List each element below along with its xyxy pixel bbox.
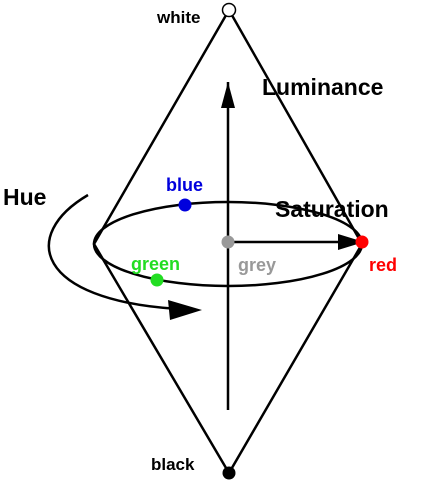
label-white: white [156,8,200,27]
black-point [222,466,236,480]
hue-arrow [47,193,179,311]
red-point [355,235,369,249]
label-saturation: Saturation [275,196,389,222]
saturation-arrowhead [338,234,364,250]
green-point [150,273,164,287]
label-luminance: Luminance [262,74,383,100]
label-green: green [131,254,180,274]
label-black: black [151,455,195,474]
grey-point [221,235,235,249]
hue-arrowhead [168,300,202,320]
luminance-arrowhead [221,82,235,108]
label-grey: grey [238,255,276,275]
white-point [221,2,237,18]
label-red: red [369,255,397,275]
blue-point [178,198,192,212]
label-blue: blue [166,175,203,195]
label-hue: Hue [3,184,46,210]
